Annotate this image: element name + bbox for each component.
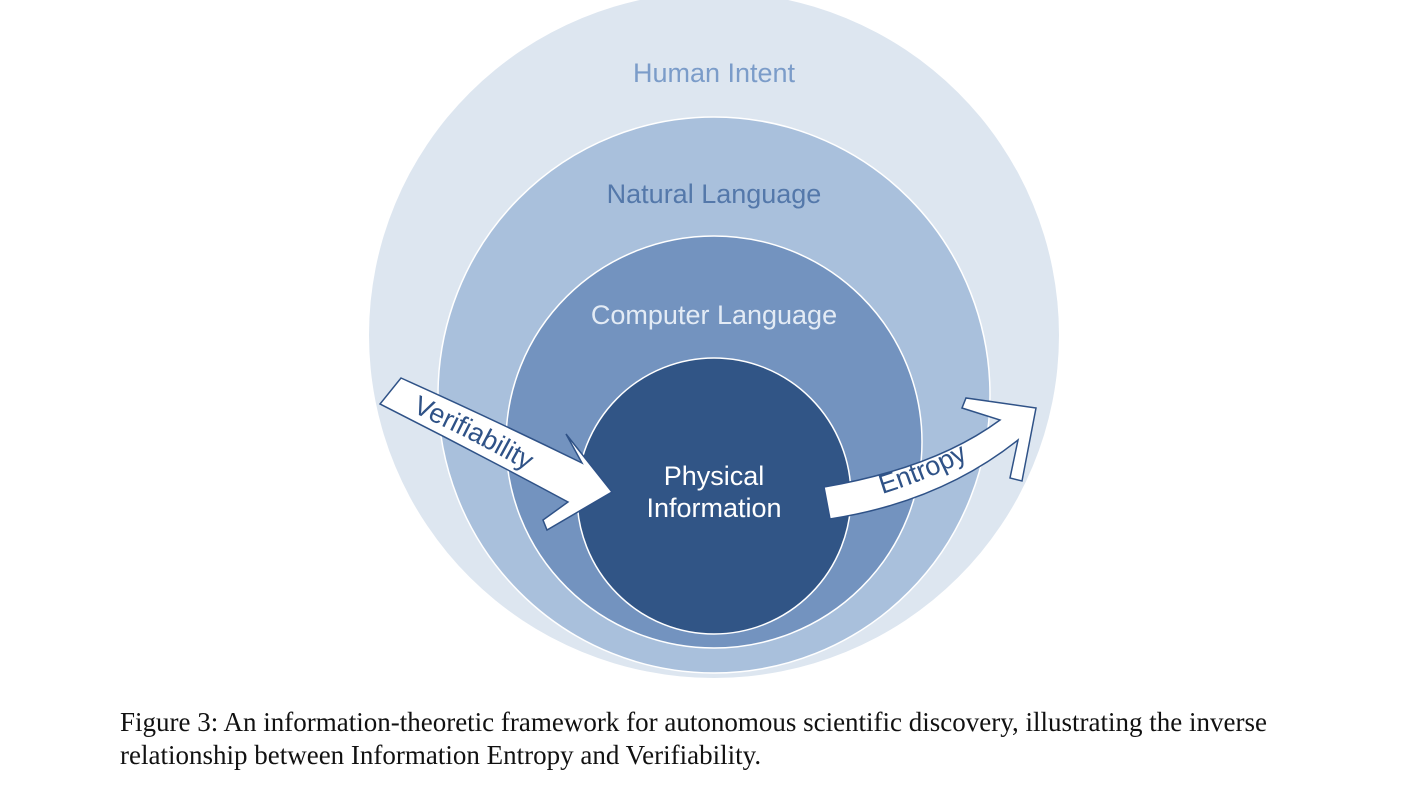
figure-caption: Figure 3: An information-theoretic frame… [120,707,1267,770]
human-intent-label: Human Intent [633,58,796,88]
nested-circles-diagram: Human Intent Natural Language Computer L… [369,0,1059,678]
entropy-arrow [823,397,1037,520]
computer-language-label: Computer Language [591,300,837,330]
physical-label: Physical [664,461,765,491]
natural-language-label: Natural Language [607,179,822,209]
verifiability-arrow [378,377,614,532]
information-label: Information [646,493,781,523]
